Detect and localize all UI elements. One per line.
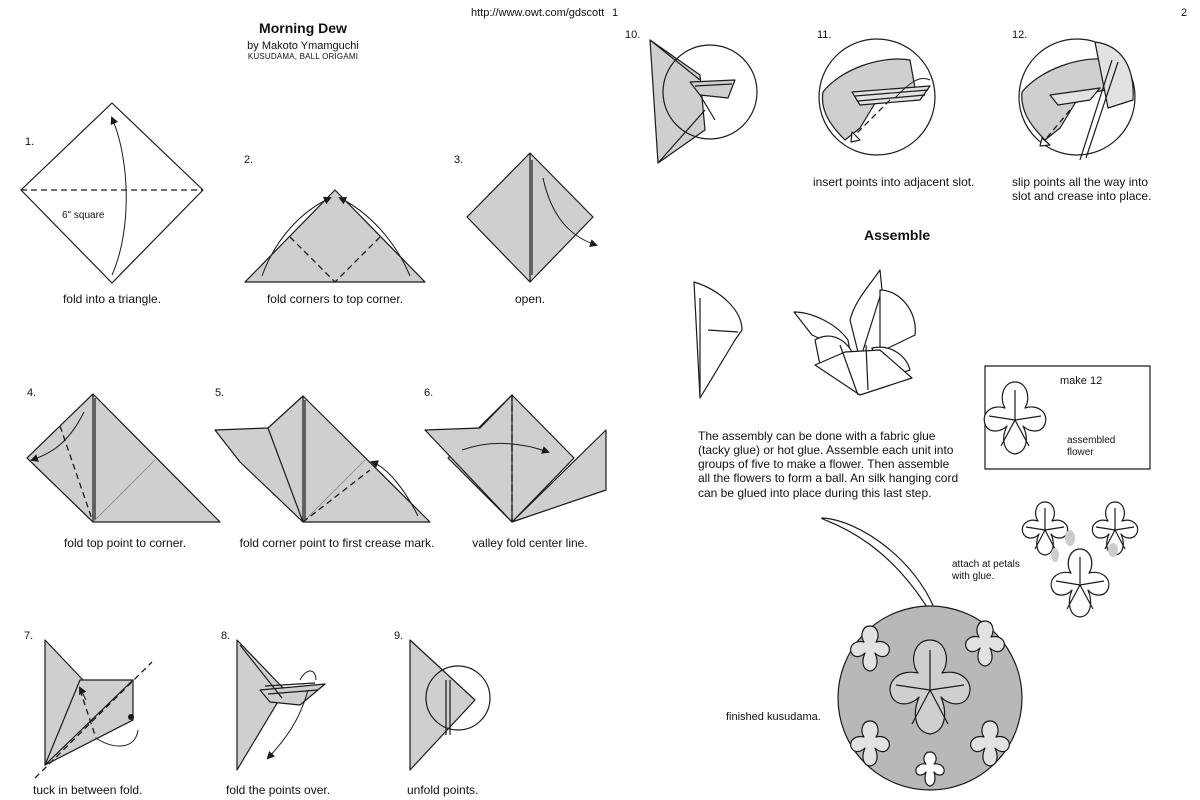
step-7-diagram [34,639,153,779]
step-8-number: 8. [221,630,231,642]
step-6-diagram [424,394,607,523]
make-12-box [983,365,1151,470]
assemble-paragraph: The assembly can be done with a fabric g… [698,429,959,500]
step-8-caption: fold the points over. [226,783,331,797]
page-title: Morning Dew [259,20,347,36]
step-5-number: 5. [215,387,225,399]
attach-petals-label: attach at petals with glue. [952,559,1020,582]
step-5-caption: fold corner point to first crease mark. [239,536,435,550]
step-1-diagram [20,102,204,284]
step-12-diagram [1018,38,1136,161]
step-3-diagram [466,152,598,283]
attach-flowers-diagram [1021,501,1139,618]
step-1-number: 1. [25,136,35,148]
step-9-number: 9. [394,630,404,642]
step-11-caption: insert points into adjacent slot. [813,175,975,189]
make-12-label: make 12 [1060,375,1103,387]
step-3-number: 3. [454,154,464,166]
assembled-flower-label: assembled flower [1067,435,1116,458]
step-4-caption: fold top point to corner. [63,536,187,550]
step-10-diagram [649,39,758,164]
source-url: http://www.owt.com/gdscott [471,7,605,19]
step-2-number: 2. [244,154,254,166]
page-number-2: 2 [1181,7,1188,19]
step-7-number: 7. [24,630,34,642]
step-12-number: 12. [1012,29,1028,41]
step-5-diagram [214,395,431,523]
page-number-1: 1 [612,7,619,19]
step-6-number: 6. [424,387,434,399]
assemble-unit-diagram [693,281,743,399]
step-10-number: 10. [625,29,641,41]
subtitle: KUSUDAMA, BALL ORIGAMI [247,52,359,61]
step-9-diagram [409,639,491,771]
step-8-diagram [236,639,326,771]
kusudama-ball-diagram [821,517,1023,791]
step-11-number: 11. [817,29,832,41]
assemble-heading: Assemble [864,227,931,243]
step-11-diagram [818,38,936,156]
step-6-caption: valley fold center line. [472,536,588,550]
step-7-caption: tuck in between fold. [33,783,143,797]
assemble-fan-diagram [793,269,916,396]
step-4-number: 4. [27,387,37,399]
author-byline: by Makoto Ymamguchi [247,40,359,52]
step-1-note: 6" square [62,210,105,221]
step-12-caption: slip points all the way into slot and cr… [1012,175,1152,203]
finished-kusudama-label: finished kusudama. [726,711,821,723]
step-2-caption: fold corners to top corner. [266,292,404,306]
step-3-caption: open. [514,292,546,306]
step-2-diagram [244,189,426,283]
step-9-caption: unfold points. [407,783,479,797]
step-1-caption: fold into a triangle. [62,292,162,306]
step-4-diagram [26,393,221,523]
